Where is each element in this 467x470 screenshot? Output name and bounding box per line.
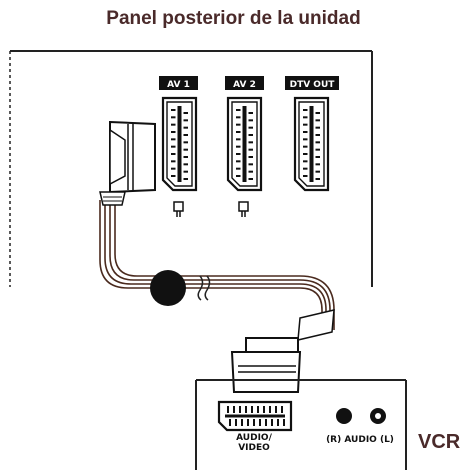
cable-break-mark	[197, 275, 211, 301]
scart-socket-av1	[161, 96, 198, 192]
vcr-name: VCR	[418, 431, 461, 453]
vcr-scart-label-line2: VIDEO	[238, 443, 270, 453]
ferrite-bead	[150, 270, 186, 306]
port-tag-av2: AV 2	[225, 76, 264, 90]
scart-socket-vcr	[217, 400, 293, 432]
scart-plug-unit	[99, 120, 156, 206]
port-tag-dtv-out-text: DTV OUT	[290, 80, 336, 90]
unit-back-panel	[9, 50, 373, 287]
port-tag-av1-text: AV 1	[167, 80, 190, 90]
scart-socket-dtv-out	[293, 96, 330, 192]
vcr-audio-label: (R) AUDIO (L)	[326, 435, 394, 445]
scart-plug-vcr	[230, 309, 335, 393]
vcr-scart-label-line1: AUDIO/	[236, 433, 272, 443]
scart-socket-av2	[226, 96, 263, 192]
input-icon-av2	[238, 201, 249, 217]
port-tag-av2-text: AV 2	[233, 80, 256, 90]
port-tag-av1: AV 1	[159, 76, 198, 90]
input-icon-av1	[173, 201, 184, 217]
audio-jack-left	[370, 408, 386, 424]
scart-cable	[99, 200, 335, 330]
audio-jack-right	[336, 408, 352, 424]
port-tag-dtv-out: DTV OUT	[285, 76, 339, 90]
diagram-title: Panel posterior de la unidad	[106, 8, 361, 29]
vcr-panel	[195, 379, 407, 470]
